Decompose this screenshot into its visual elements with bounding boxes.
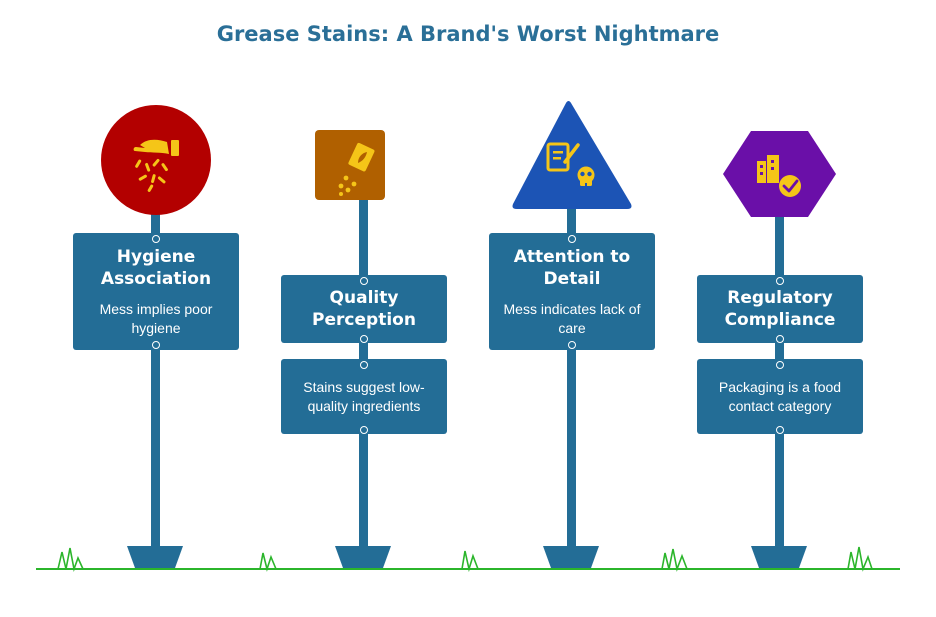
sign-description: Mess implies poor hygiene bbox=[99, 301, 213, 336]
sign-4-hexagon bbox=[723, 131, 836, 217]
sign-heading: Regulatory Compliance bbox=[724, 287, 836, 330]
base-4 bbox=[751, 546, 807, 568]
seed-packet-icon bbox=[338, 142, 375, 196]
base-1 bbox=[127, 546, 183, 568]
sign-panel-quality: Quality Perception bbox=[281, 275, 447, 343]
sign-2-square bbox=[315, 130, 385, 200]
sign-description: Packaging is a food contact category bbox=[718, 379, 842, 414]
base-3 bbox=[543, 546, 599, 568]
sign-panel-hygiene: Hygiene Association Mess implies poor hy… bbox=[73, 233, 239, 350]
page-title: Grease Stains: A Brand's Worst Nightmare bbox=[216, 22, 720, 46]
panel-ring bbox=[360, 361, 368, 369]
sign-panel-regulatory: Regulatory Compliance bbox=[697, 275, 863, 343]
panel-ring bbox=[360, 277, 368, 285]
panel-ring bbox=[360, 426, 368, 434]
sign-3-triangle bbox=[512, 101, 632, 209]
base-2 bbox=[335, 546, 391, 568]
panel-ring bbox=[776, 277, 784, 285]
panel-ring bbox=[776, 426, 784, 434]
hand-sprinkle-icon bbox=[133, 139, 179, 192]
sign-panel-quality-detail: Stains suggest low-quality ingredients bbox=[281, 359, 447, 434]
sign-1-circle bbox=[101, 105, 211, 215]
sign-heading: Quality Perception bbox=[312, 287, 416, 330]
sign-panel-regulatory-detail: Packaging is a food contact category bbox=[697, 359, 863, 434]
panel-ring bbox=[152, 341, 160, 349]
panel-ring bbox=[776, 335, 784, 343]
panel-ring bbox=[152, 235, 160, 243]
panel-ring bbox=[360, 335, 368, 343]
sign-panel-attention: Attention to Detail Mess indicates lack … bbox=[489, 233, 655, 350]
building-check-icon bbox=[757, 155, 801, 197]
grass-tufts bbox=[57, 546, 873, 573]
sign-description: Mess indicates lack of care bbox=[503, 301, 641, 336]
checklist-skull-icon bbox=[546, 142, 595, 186]
sign-heading: Attention to Detail bbox=[513, 247, 631, 290]
panel-ring bbox=[776, 361, 784, 369]
sign-heading: Hygiene Association bbox=[100, 247, 212, 290]
pole-1 bbox=[151, 205, 160, 547]
panel-ring bbox=[568, 235, 576, 243]
sign-description: Stains suggest low-quality ingredients bbox=[303, 379, 425, 414]
panel-ring bbox=[568, 341, 576, 349]
pole-3 bbox=[567, 205, 576, 547]
